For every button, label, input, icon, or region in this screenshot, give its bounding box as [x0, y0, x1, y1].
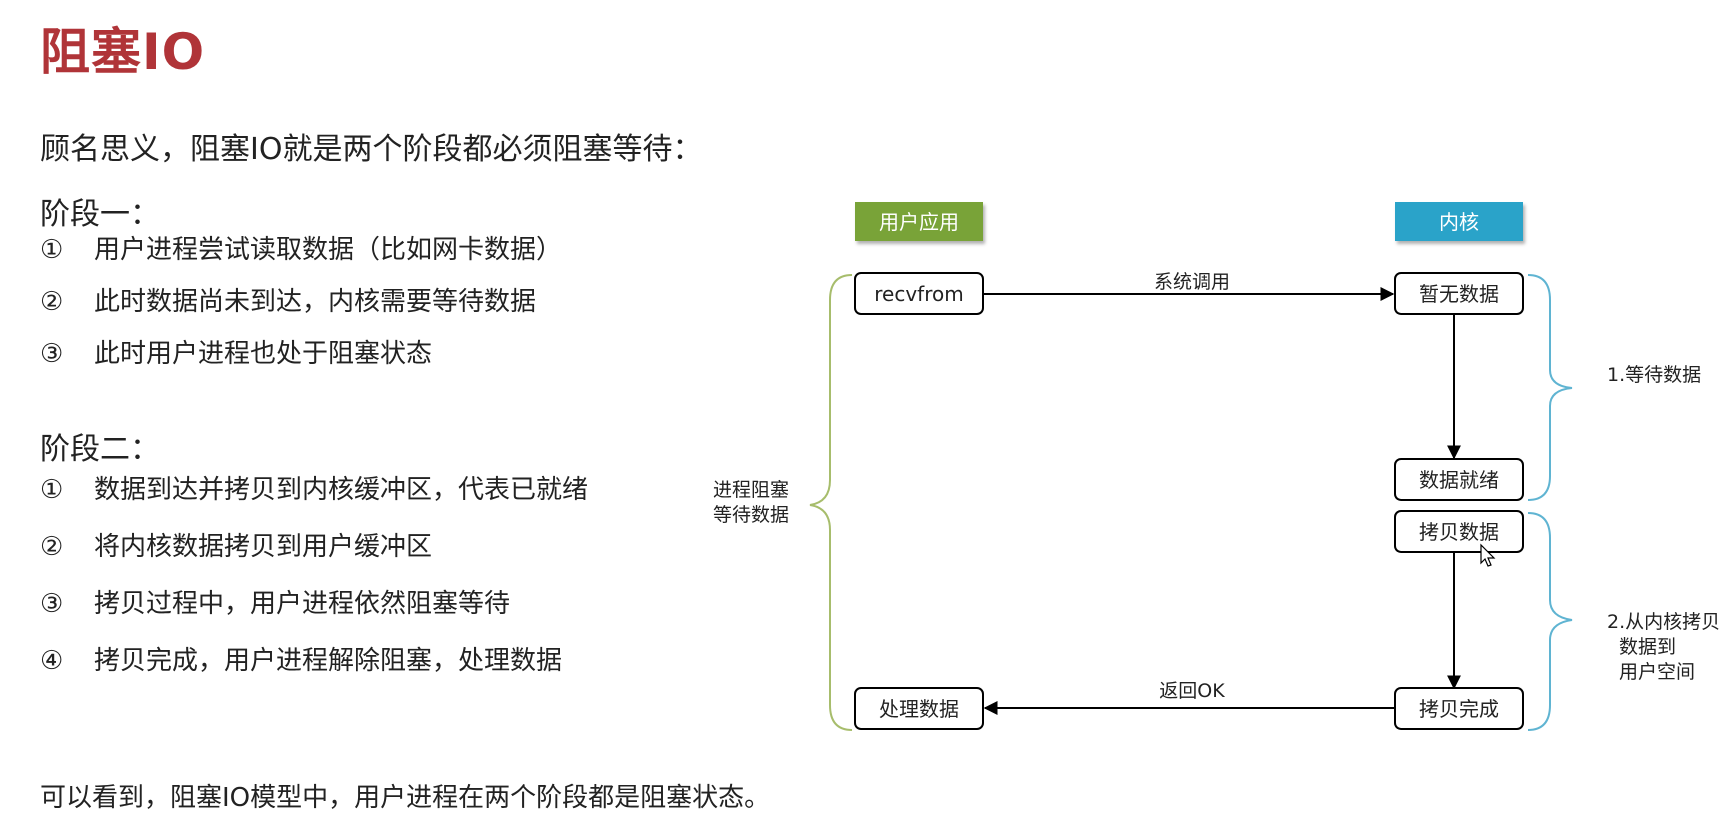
phase2-label-line3: 用户空间 [1619, 661, 1695, 683]
kernel-header-box [1395, 202, 1523, 241]
user-app-header: 用户应用 [855, 202, 983, 241]
no-data-box [1394, 272, 1524, 315]
data-ready-label: 数据就绪 [1419, 468, 1499, 492]
no-data-node: 暂无数据 [1394, 272, 1524, 315]
user-app-header-label: 用户应用 [879, 210, 959, 234]
stage1-item: ② 此时数据尚未到达，内核需要等待数据 [40, 284, 536, 320]
process-data-box [854, 687, 984, 730]
copy-data-box [1394, 510, 1524, 553]
item-text: 用户进程尝试读取数据（比如网卡数据） [94, 235, 563, 265]
item-number: ③ [40, 339, 64, 369]
item-number: ③ [40, 589, 64, 619]
stage1-item: ③ 此时用户进程也处于阻塞状态 [40, 336, 432, 372]
copy-data-label: 拷贝数据 [1419, 520, 1499, 544]
conclusion-text: 可以看到，阻塞IO模型中，用户进程在两个阶段都是阻塞状态。 [40, 783, 771, 813]
phase1-label: 1.等待数据 [1607, 364, 1701, 386]
copy-done-label: 拷贝完成 [1419, 697, 1499, 721]
kernel-header-label: 内核 [1439, 210, 1479, 234]
user-app-header-box [855, 202, 983, 241]
stage2-item: ③ 拷贝过程中，用户进程依然阻塞等待 [40, 586, 510, 622]
item-number: ④ [40, 646, 64, 676]
item-number: ① [40, 475, 64, 505]
item-text: 将内核数据拷贝到用户缓冲区 [94, 532, 433, 562]
stage2-item: ④ 拷贝完成，用户进程解除阻塞，处理数据 [40, 643, 562, 679]
item-text: 拷贝过程中，用户进程依然阻塞等待 [94, 589, 511, 619]
process-blocked-label-line2: 等待数据 [713, 504, 789, 526]
return-ok-label: 返回OK [1159, 680, 1225, 702]
syscall-label: 系统调用 [1154, 271, 1230, 293]
item-text: 此时数据尚未到达，内核需要等待数据 [94, 287, 537, 317]
phase2-label-line1: 2.从内核拷贝 [1607, 611, 1720, 633]
process-data-node: 处理数据 [854, 687, 984, 730]
mouse-cursor-icon [1480, 543, 1496, 567]
kernel-header: 内核 [1395, 202, 1523, 241]
copy-data-node: 拷贝数据 [1394, 510, 1524, 553]
no-data-label: 暂无数据 [1419, 282, 1499, 306]
stage2-item: ② 将内核数据拷贝到用户缓冲区 [40, 529, 432, 565]
process-blocked-label-line1: 进程阻塞 [713, 479, 789, 501]
process-data-label: 处理数据 [879, 697, 959, 721]
recvfrom-node: recvfrom [854, 272, 984, 315]
stage2-heading: 阶段二： [40, 432, 160, 467]
stage1-heading: 阶段一： [40, 197, 160, 232]
stage1-item: ① 用户进程尝试读取数据（比如网卡数据） [40, 232, 562, 268]
copy-done-node: 拷贝完成 [1394, 687, 1524, 730]
recvfrom-box [854, 272, 984, 315]
wait-data-brace [1527, 274, 1573, 501]
recvfrom-label: recvfrom [874, 282, 963, 306]
process-blocked-brace [809, 274, 853, 731]
copy-data-brace [1527, 512, 1573, 731]
stage2-item: ① 数据到达并拷贝到内核缓冲区，代表已就绪 [40, 472, 588, 508]
item-number: ② [40, 532, 64, 562]
item-text: 数据到达并拷贝到内核缓冲区，代表已就绪 [94, 475, 589, 505]
copy-done-box [1394, 687, 1524, 730]
page-title: 阻塞IO [40, 23, 206, 81]
item-text: 此时用户进程也处于阻塞状态 [94, 339, 433, 369]
item-number: ① [40, 235, 64, 265]
phase2-label-line2: 数据到 [1619, 636, 1676, 658]
intro-text: 顾名思义，阻塞IO就是两个阶段都必须阻塞等待： [40, 132, 703, 167]
data-ready-node: 数据就绪 [1394, 458, 1524, 501]
item-text: 拷贝完成，用户进程解除阻塞，处理数据 [94, 646, 563, 676]
item-number: ② [40, 287, 64, 317]
data-ready-box [1394, 458, 1524, 501]
